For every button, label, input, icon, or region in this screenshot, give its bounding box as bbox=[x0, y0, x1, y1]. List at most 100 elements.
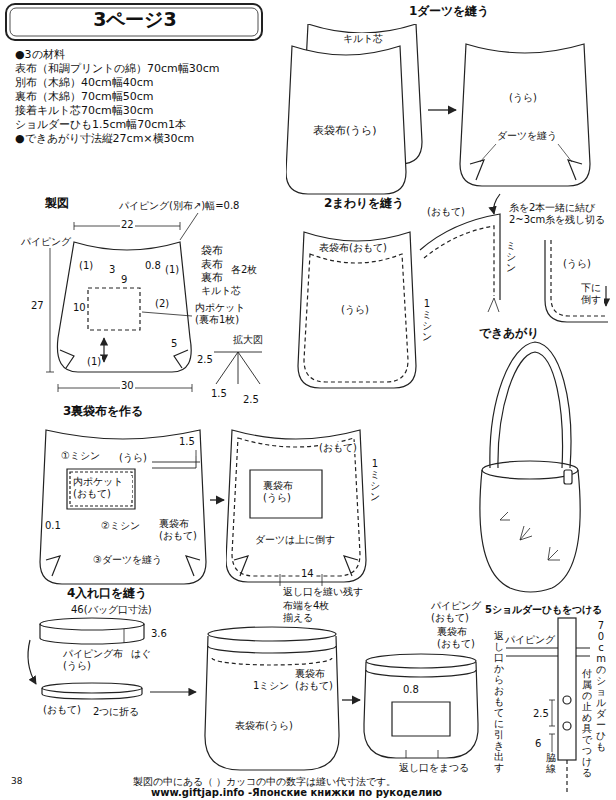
line-art bbox=[46, 242, 54, 372]
outline-path bbox=[70, 472, 132, 506]
callout-label: (2) bbox=[154, 298, 170, 310]
callout-label: 袋布 bbox=[200, 244, 224, 257]
piece-outline bbox=[458, 30, 594, 190]
piece-label: ②ミシン bbox=[100, 520, 141, 532]
callout-label: (おもて) bbox=[42, 704, 82, 716]
step-heading: 4入れ口を縫う bbox=[66, 586, 148, 600]
line-art bbox=[60, 350, 188, 368]
outline-path bbox=[364, 662, 478, 758]
callout-label: 返し口を縫い残す bbox=[282, 586, 364, 598]
line-art bbox=[498, 352, 563, 468]
pocket-fold-detail bbox=[152, 450, 200, 468]
callout-label: 46(バッグ口寸法) bbox=[70, 604, 153, 616]
line-art bbox=[488, 298, 499, 312]
piece-label: キルト芯 bbox=[342, 33, 384, 45]
piece-label: ①ミシン bbox=[60, 450, 101, 462]
callout-label: 布端を4枚 揃える bbox=[282, 600, 338, 624]
line-art bbox=[214, 352, 262, 384]
outline-path bbox=[304, 254, 408, 382]
line-art bbox=[494, 194, 500, 214]
piece-label: 内ポケット (おもて) bbox=[72, 476, 132, 500]
line-art bbox=[142, 312, 192, 316]
callout-label: ●3の材料 bbox=[14, 48, 66, 61]
line-art bbox=[490, 342, 571, 468]
piece-label: 1ミシン bbox=[252, 680, 290, 692]
callout-label: (うら) bbox=[562, 258, 592, 270]
callout-label: 表布（和調プリントの綿）70cm幅30cm bbox=[14, 62, 221, 75]
caption-note: 製図の中にある（ ）カッコの中の数字は縫い代寸法です。 bbox=[132, 776, 397, 788]
callout-label: ミシン bbox=[506, 240, 516, 273]
callout-label: 表布 bbox=[200, 258, 224, 271]
step-arrow bbox=[428, 109, 456, 110]
step-arrow bbox=[342, 699, 360, 700]
line-art bbox=[42, 683, 142, 693]
bag-body: 0.8 bbox=[362, 652, 480, 760]
piece-label: 0.8 bbox=[402, 684, 420, 696]
outline-path bbox=[406, 750, 438, 758]
outline-path bbox=[392, 702, 450, 736]
callout-label: (1) bbox=[86, 356, 102, 368]
callout-label: 裏袋布 (おもて) bbox=[294, 668, 336, 692]
outline-path bbox=[460, 44, 590, 186]
callout-label: はぐ bbox=[130, 648, 152, 660]
callout-label: 3 bbox=[108, 264, 116, 276]
piece-label: 表袋布(おもて) bbox=[318, 242, 388, 254]
callout-label: 返し口からおもてに引き出す bbox=[494, 630, 504, 773]
callout-label: 下に倒す bbox=[580, 282, 604, 306]
step-heading: 2まわりを縫う bbox=[323, 196, 405, 210]
outline-path bbox=[205, 636, 339, 770]
callout-label: ショルダーひも1.5cm幅70cm1本 bbox=[14, 118, 187, 131]
callout-label: 内ポケット (裏布1枚) bbox=[194, 302, 254, 326]
outline-path bbox=[232, 438, 360, 576]
callout-label: 14 bbox=[300, 568, 315, 580]
callout-label: 6 bbox=[534, 738, 542, 750]
page-title: 3ページ3 bbox=[6, 8, 264, 31]
callout-label: 脇線 bbox=[546, 752, 556, 774]
piece-label: 0.1 bbox=[44, 520, 62, 532]
callout-label: 3.6 bbox=[150, 628, 168, 640]
callout-label: 別布（木綿）40cm幅40cm bbox=[14, 76, 155, 89]
line-art bbox=[564, 470, 572, 484]
outline-path bbox=[366, 654, 476, 668]
callout-label: 2.5 bbox=[242, 394, 260, 406]
piece-label: 裏袋布 (うら) bbox=[262, 480, 304, 504]
callout-label: パイピング bbox=[504, 634, 556, 646]
callout-label: ●できあがり寸法縦27cm×横30cm bbox=[14, 132, 195, 145]
line-art bbox=[424, 226, 494, 296]
line-art bbox=[88, 288, 140, 330]
piece-label: ③ダーツを縫う bbox=[92, 554, 163, 566]
line-art bbox=[566, 760, 567, 792]
bag-piece: (うら)ダーツを縫う bbox=[458, 30, 594, 190]
line-art bbox=[40, 618, 144, 630]
callout-label: 1.5 bbox=[178, 436, 196, 448]
outline-path bbox=[480, 144, 572, 162]
line-art bbox=[152, 456, 200, 468]
line-art bbox=[150, 691, 196, 692]
line-art bbox=[420, 214, 500, 300]
line-art bbox=[180, 213, 198, 240]
piece-label: 表袋布(うら) bbox=[234, 720, 294, 732]
callout-label: 裏布 bbox=[200, 271, 224, 284]
line-art bbox=[124, 629, 125, 643]
outline-path bbox=[208, 646, 336, 653]
step-heading: 1ダーツを縫う bbox=[408, 4, 490, 18]
piece-outline bbox=[362, 652, 480, 760]
callout-label: パイピング (おもて) bbox=[430, 600, 486, 624]
line-art bbox=[551, 240, 606, 316]
callout-label: 裏布（木綿）70cm幅50cm bbox=[14, 90, 155, 103]
piece-outline bbox=[286, 24, 426, 196]
outline-path bbox=[366, 670, 476, 677]
callout-label: 拡大図 bbox=[232, 334, 264, 346]
callout-label: 2つに折る bbox=[92, 706, 140, 718]
line-art bbox=[558, 618, 576, 760]
callout-label: 27 bbox=[30, 300, 45, 312]
callout-label: 0.8 bbox=[144, 260, 162, 272]
piece-outline bbox=[226, 428, 382, 588]
step-arrow bbox=[210, 499, 224, 500]
piece-label: 1ミシン bbox=[422, 298, 432, 342]
outline-path bbox=[298, 232, 416, 388]
callout-label: 30 bbox=[120, 380, 135, 392]
step-heading: 製図 bbox=[44, 196, 70, 210]
line-art bbox=[480, 470, 580, 592]
